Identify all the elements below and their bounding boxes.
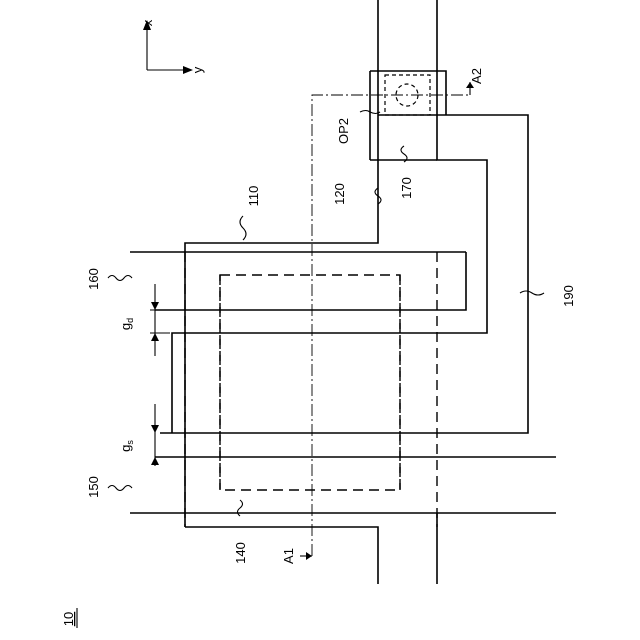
figure-number: 10 bbox=[61, 612, 76, 626]
label-op2: OP2 bbox=[336, 118, 351, 144]
pad-170-outline bbox=[370, 71, 446, 115]
label-gd-sub: d bbox=[125, 318, 135, 323]
label-a1: A1 bbox=[281, 548, 296, 564]
x-axis-label: x bbox=[140, 19, 155, 26]
conductor-120 bbox=[185, 0, 378, 527]
y-axis-label: y bbox=[190, 66, 205, 73]
label-140: 140 bbox=[233, 542, 248, 564]
leader-110 bbox=[240, 216, 246, 240]
label-gd: gd bbox=[118, 318, 135, 330]
label-170: 170 bbox=[399, 177, 414, 199]
label-150: 150 bbox=[86, 476, 101, 498]
label-190: 190 bbox=[561, 285, 576, 307]
leader-160 bbox=[108, 276, 132, 281]
axis-indicator: x y bbox=[140, 19, 205, 74]
conductor-110 bbox=[172, 0, 487, 433]
gap-gd-dimension bbox=[150, 284, 170, 356]
label-120: 120 bbox=[332, 183, 347, 205]
leader-190 bbox=[520, 291, 544, 295]
label-160: 160 bbox=[86, 268, 101, 290]
label-110: 110 bbox=[246, 186, 261, 207]
label-gs-sub: s bbox=[125, 440, 135, 445]
leader-150 bbox=[108, 486, 132, 491]
label-gs-main: g bbox=[118, 445, 133, 452]
label-gd-main: g bbox=[118, 323, 133, 330]
conductor-190 bbox=[160, 115, 528, 433]
a1-arrow bbox=[306, 552, 312, 560]
conductor-160-loop bbox=[155, 252, 466, 310]
section-line-a1-a2 bbox=[312, 95, 470, 556]
label-gs: gs bbox=[118, 440, 135, 452]
label-a2: A2 bbox=[469, 68, 484, 84]
